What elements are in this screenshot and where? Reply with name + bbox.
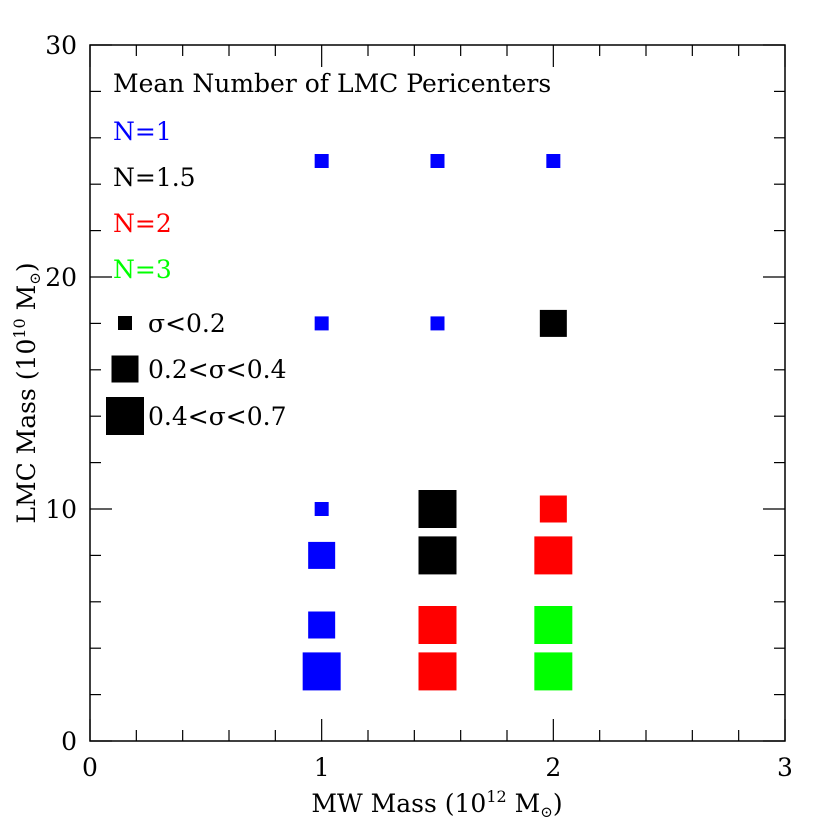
- data-point: [302, 652, 341, 691]
- x-tick-label: 0: [82, 753, 98, 782]
- legend-n-entry: N=3: [113, 255, 172, 284]
- data-point: [539, 309, 567, 337]
- legend-n-entry: N=1.5: [113, 163, 196, 192]
- legend-sigma-values: σ<0.2 0.2<σ<0.4 0.4<σ<0.7: [106, 309, 286, 435]
- data-point: [534, 606, 573, 644]
- y-tick-label: 20: [45, 263, 77, 292]
- y-tick-label: 0: [61, 727, 77, 756]
- data-point: [314, 316, 329, 331]
- data-point: [418, 490, 457, 528]
- chart-title: Mean Number of LMC Pericenters: [113, 69, 551, 98]
- data-point: [534, 652, 573, 691]
- legend-n-entry: N=2: [113, 209, 172, 238]
- x-tick-label: 1: [314, 753, 330, 782]
- x-axis-label: MW Mass (1012 M⊙): [311, 787, 562, 821]
- data-point: [534, 536, 573, 575]
- data-point: [308, 611, 336, 639]
- y-axis-label-main: LMC Mass (10: [12, 339, 41, 524]
- x-tick-label: 2: [545, 753, 561, 782]
- plot-area: [89, 44, 786, 742]
- x-axis-label-main: MW Mass (10: [311, 789, 486, 818]
- data-point: [539, 495, 567, 523]
- x-axis-label-close: ): [553, 789, 563, 818]
- y-axis-label: LMC Mass (1010 M⊙): [10, 262, 44, 523]
- legend-sigma-marker: [118, 316, 132, 330]
- data-markers: [302, 154, 573, 691]
- legend-sigma-marker: [111, 355, 139, 383]
- y-tick-label: 10: [45, 495, 77, 524]
- x-axis-label-unit: M: [507, 789, 541, 818]
- data-point: [418, 536, 457, 575]
- legend-n-values: N=1N=1.5N=2N=3: [113, 117, 196, 284]
- y-axis-sun-symbol: ⊙: [26, 272, 44, 285]
- legend-sigma-marker: [106, 397, 144, 435]
- data-point: [430, 316, 445, 331]
- data-point: [418, 652, 457, 691]
- legend-sigma-label: σ<0.2: [148, 309, 226, 338]
- legend-sigma-label: 0.2<σ<0.4: [148, 355, 286, 384]
- legend-n-entry: N=1: [113, 117, 172, 146]
- axis-ticks: [89, 44, 786, 742]
- data-point: [308, 541, 336, 569]
- data-point: [430, 154, 445, 168]
- y-tick-label: 30: [45, 31, 77, 60]
- x-axis-sun-symbol: ⊙: [540, 803, 553, 821]
- y-axis-label-unit: M: [12, 285, 41, 319]
- data-point: [314, 502, 329, 516]
- x-axis-label-exp: 12: [486, 787, 506, 806]
- x-tick-label: 3: [777, 753, 793, 782]
- plot-frame: [89, 44, 786, 742]
- y-axis-label-exp: 10: [10, 318, 29, 338]
- data-point: [546, 154, 561, 168]
- legend-sigma-label: 0.4<σ<0.7: [148, 402, 286, 431]
- y-axis-label-close: ): [12, 262, 41, 272]
- data-point: [418, 606, 457, 644]
- data-point: [314, 154, 329, 168]
